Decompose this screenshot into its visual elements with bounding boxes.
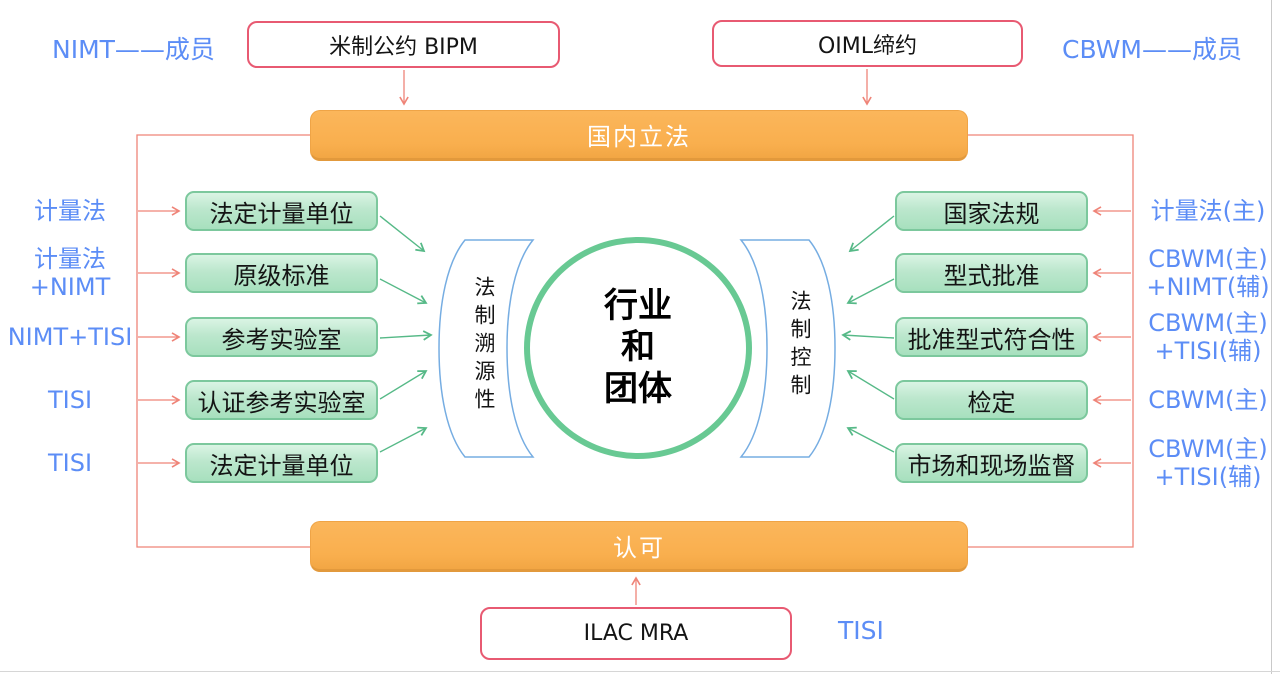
- node-national-regulations: 国家法规: [895, 191, 1088, 231]
- right-band-shape: [739, 239, 836, 458]
- left-label-3: NIMT+TISI: [7, 322, 133, 351]
- node-type-conformity: 批准型式符合性: [895, 317, 1088, 357]
- node-legal-units-top: 法定计量单位: [185, 191, 378, 231]
- left-row-arrows: [138, 206, 181, 468]
- left-label-1: 计量法: [34, 196, 106, 225]
- salmon-frame-connectors: [136, 134, 1134, 548]
- node-type-approval: 型式批准: [895, 253, 1088, 293]
- node-industry-and-groups-circle: 行业 和 团体: [524, 237, 752, 459]
- banner-accreditation: 认可: [310, 521, 968, 572]
- left-label-5: TISI: [47, 448, 93, 477]
- right-row-arrows: [1092, 206, 1131, 468]
- vertical-arrows: [399, 69, 872, 605]
- note-nimt-member: NIMT——成员: [52, 35, 215, 64]
- note-cbwm-member: CBWM——成员: [1062, 35, 1243, 64]
- node-oiml-treaty: OIML缔约: [712, 20, 1023, 67]
- right-label-3: CBWM(主) +TISI(辅): [1148, 308, 1268, 365]
- page-edge-right: [1271, 0, 1272, 674]
- left-label-4: TISI: [47, 385, 93, 414]
- left-label-2: 计量法 +NIMT: [29, 244, 111, 301]
- curved-band-shapes: [438, 239, 836, 458]
- green-arrows-right: [841, 215, 895, 453]
- green-arrows-left: [379, 215, 433, 453]
- right-label-1: 计量法(主): [1150, 196, 1266, 225]
- label-legal-control: 法制控制: [788, 290, 812, 402]
- node-reference-labs: 参考实验室: [185, 317, 378, 357]
- note-tisi-bottom: TISI: [838, 616, 884, 645]
- node-metre-convention-bipm: 米制公约 BIPM: [247, 21, 560, 68]
- node-ilac-mra: ILAC MRA: [480, 607, 792, 660]
- label-legal-traceability: 法制溯源性: [472, 276, 496, 416]
- node-legal-units-bottom: 法定计量单位: [185, 443, 378, 483]
- page-edge-bottom: [0, 671, 1280, 672]
- node-market-surveillance: 市场和现场监督: [895, 443, 1088, 483]
- node-verification: 检定: [895, 380, 1088, 420]
- right-label-4: CBWM(主): [1148, 385, 1268, 414]
- banner-domestic-legislation: 国内立法: [310, 110, 968, 161]
- left-band-shape: [438, 239, 535, 458]
- node-primary-standards: 原级标准: [185, 253, 378, 293]
- right-label-5: CBWM(主) +TISI(辅): [1148, 434, 1268, 491]
- node-accredited-reference-labs: 认证参考实验室: [185, 380, 378, 420]
- right-label-2: CBWM(主) +NIMT(辅): [1146, 244, 1270, 301]
